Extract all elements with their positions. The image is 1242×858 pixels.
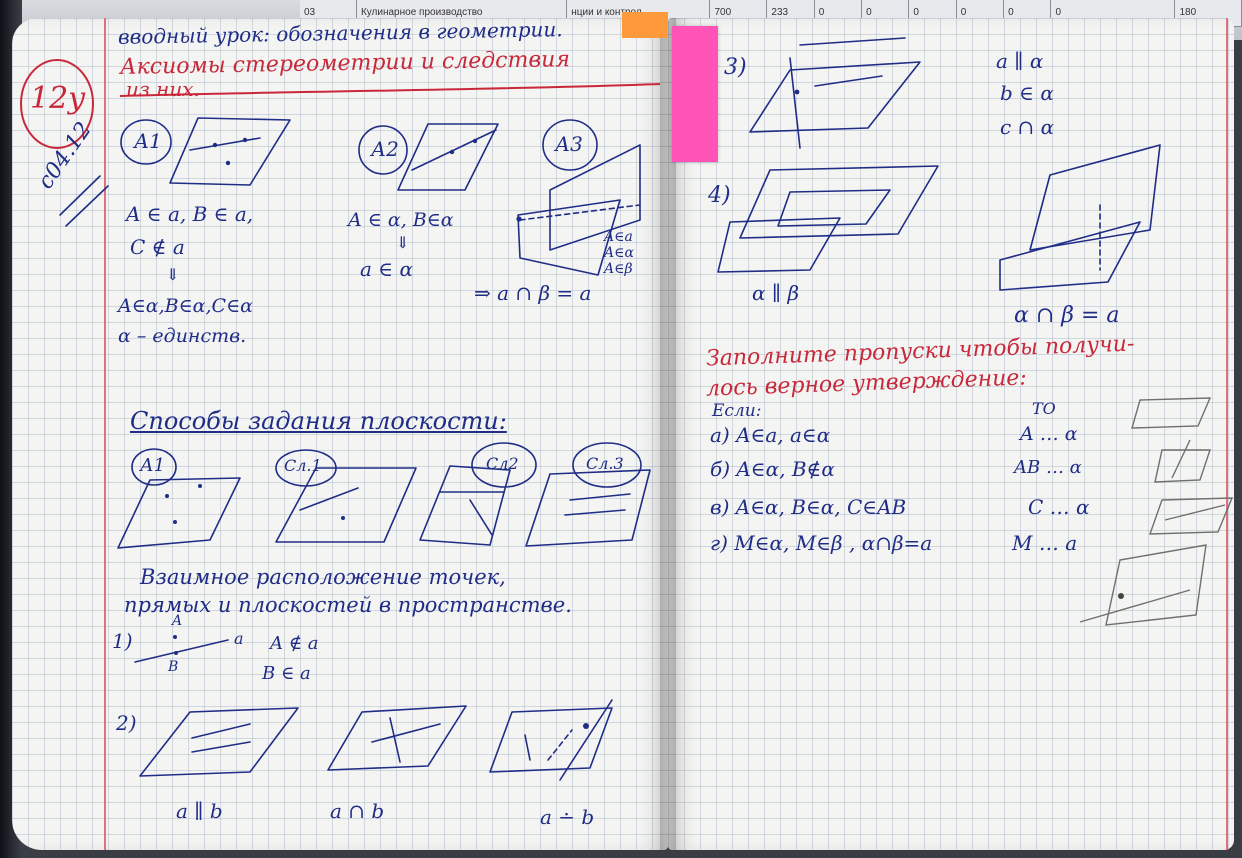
lesson-number-badge: 12у [30,81,86,116]
item1-point-a: A [172,613,183,629]
item1-point-b: B [168,659,179,675]
statement-d-condition: г) M∈α, M∈β , α∩β=a [710,531,933,555]
table-cell: 233 [767,0,815,26]
item2-caption-parallel: a ∥ b [176,799,223,823]
a3-note-2: A∈α [604,245,634,261]
axiom-label-a3: А3 [555,132,583,156]
statement-b-blank: AB … α [1014,457,1082,478]
item4-number: 4) [708,183,731,208]
a2-note-2: ⇓ [396,233,410,252]
item1-number: 1) [112,629,133,653]
a3-note-4: ⇒ a ∩ β = a [474,281,592,305]
method-label-4: Сл.3 [586,454,624,473]
item4-caption-intersect: α ∩ β = a [1014,303,1120,328]
a1-plane [169,117,291,186]
statement-a-condition: а) A∈a, a∈α [710,423,831,447]
item2-caption-intersect: a ∩ b [330,799,385,823]
method-label-1: А1 [140,455,166,476]
table-cell: 0 [1051,0,1176,26]
orange-sticky-note [622,12,668,38]
table-cell: 0 [1004,0,1052,26]
item3-note-3: c ∩ α [1000,115,1055,139]
axiom-label-a1: А1 [134,129,162,153]
table-cell: нции и контрол [567,0,711,26]
a2-note-1: A ∈ α, B∈α [348,209,454,231]
table-cell: 0 [815,0,863,26]
table-cell: Кулинарное производство [357,0,568,26]
a1-note-1: A ∈ a, B ∈ a, [126,202,254,226]
statement-c-blank: C … α [1028,495,1090,519]
pink-sticky-note [672,26,718,162]
notebook-spine [660,18,676,850]
item3-note-1: a ∥ α [996,49,1044,73]
positions-title-line1: Взаимное расположение точек, [140,565,506,589]
statement-d-blank: M … a [1012,531,1078,555]
a1-note-3: ⇓ [166,265,180,284]
axiom-label-a2: А2 [371,137,399,161]
item1-note-2: B ∈ a [262,663,311,684]
task-then-label: то [1032,399,1056,418]
a3-note-3: A∈β [604,261,633,277]
a2-plane [397,123,499,191]
method-label-3: Сл2 [486,454,519,473]
item1-line-a: a [234,629,244,648]
table-cell: 03 [300,0,357,26]
item3-note-2: b ∈ α [1000,81,1054,105]
item2-number: 2) [116,711,137,735]
notebook-right-page [668,18,1234,850]
table-cell: 0 [957,0,1005,26]
a1-note-4: A∈α,B∈α,C∈α [118,295,253,317]
a3-plane-alpha [517,199,621,276]
statement-c-condition: в) A∈α, B∈α, C∈AB [710,495,907,519]
a1-note-5: α – единств. [118,325,247,347]
method-label-2: Сл.1 [284,456,322,475]
table-cell: 0 [909,0,957,26]
statement-a-blank: A … α [1020,423,1078,445]
methods-title: Способы задания плоскости: [130,407,507,435]
statement-b-condition: б) A∈α, B∉α [710,457,835,481]
notebook-left-page [12,18,668,850]
item2-caption-skew: a ∸ b [540,805,595,829]
table-cell: 700 [710,0,768,26]
positions-title-line2: прямых и плоскостей в пространстве. [124,593,572,617]
a3-note-1: A∈a [604,229,633,245]
table-cell: 0 [862,0,910,26]
left-margin-line [104,18,106,850]
task-if-label: Если: [712,401,762,421]
item4-caption-parallel: α ∥ β [752,281,800,305]
badge-circle [20,59,94,149]
a2-note-3: a ∈ α [360,257,413,281]
axioms-title-line2: из них. [126,77,200,101]
right-margin-line [1226,18,1228,850]
item1-note-1: A ∉ a [270,633,319,654]
a1-note-2: C ∉ a [130,235,185,259]
item3-number: 3) [724,55,747,80]
a3-plane-beta [549,144,641,251]
